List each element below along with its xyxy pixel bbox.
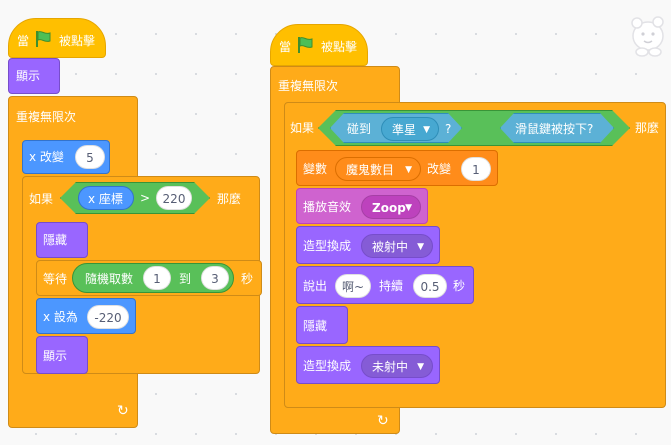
when-flag-clicked-block-2[interactable]: 當 被點擊: [270, 24, 368, 66]
chevron-down-icon: ▼: [405, 203, 412, 213]
set-x-label: x 設為: [43, 310, 78, 324]
change-x-block[interactable]: x 改變 5: [22, 140, 110, 174]
hat-clicked-label: 被點擊: [59, 34, 96, 48]
switch-costume-block-2[interactable]: 造型換成 未射中 ▼: [296, 346, 440, 384]
costume-dropdown-2[interactable]: 未射中 ▼: [361, 354, 433, 378]
show-label-2: 顯示: [43, 349, 68, 363]
when-flag-clicked-block[interactable]: 當 被點擊: [8, 18, 106, 58]
switch-costume-label-1: 造型換成: [303, 239, 352, 253]
sound-dropdown[interactable]: Zoop ▼: [361, 195, 421, 219]
mouse-down-label: 滑鼠鍵被按下?: [515, 122, 594, 136]
variable-name: 魔鬼數目: [346, 163, 395, 177]
pick-random-operator[interactable]: 隨機取數 1 到 3: [72, 263, 234, 293]
costume-name-1: 被射中: [372, 240, 409, 254]
wait-label: 等待: [43, 272, 68, 286]
if-label-2: 如果: [290, 121, 315, 135]
say-secs-unit: 秒: [453, 279, 466, 293]
variable-label: 變數: [303, 162, 328, 176]
pick-random-label: 隨機取數: [85, 272, 134, 286]
touching-sensing-block[interactable]: 碰到 準星 ▼ ?: [330, 113, 462, 143]
change-x-value[interactable]: 5: [75, 145, 105, 169]
random-to-value[interactable]: 3: [201, 266, 229, 290]
hat-when-label: 當: [17, 34, 30, 48]
touching-target-value: 準星: [392, 123, 417, 137]
switch-costume-label-2: 造型換成: [303, 359, 352, 373]
chevron-down-icon: ▼: [417, 362, 424, 372]
random-from-value[interactable]: 1: [143, 266, 171, 290]
say-text-value[interactable]: 啊~: [335, 274, 371, 298]
say-for-label: 持續: [379, 279, 404, 293]
hide-block-2[interactable]: 隱藏: [296, 306, 348, 344]
green-flag-icon: [33, 29, 53, 49]
hide-block[interactable]: 隱藏: [36, 222, 88, 258]
hide-label-2: 隱藏: [303, 319, 328, 333]
hide-label: 隱藏: [43, 233, 68, 247]
touching-target-dropdown[interactable]: 準星 ▼: [381, 117, 439, 141]
chevron-down-icon: ▼: [405, 165, 412, 175]
play-sound-block[interactable]: 播放音效 Zoop ▼: [296, 188, 428, 224]
hat-when-label-2: 當: [279, 40, 292, 54]
switch-costume-block-1[interactable]: 造型換成 被射中 ▼: [296, 226, 440, 264]
then-label-2: 那麼: [635, 121, 660, 135]
costume-dropdown-1[interactable]: 被射中 ▼: [361, 234, 433, 258]
touching-question: ?: [445, 122, 452, 136]
repeat-arrow-icon: ↻: [117, 403, 129, 419]
set-x-block[interactable]: x 設為 -220: [36, 298, 136, 334]
change-variable-block[interactable]: 變數 魔鬼數目 ▼ 改變 1: [296, 150, 498, 186]
seconds-label: 秒: [241, 272, 254, 286]
show-label: 顯示: [16, 69, 41, 83]
green-flag-icon: [295, 35, 315, 55]
chevron-down-icon: ▼: [423, 125, 430, 135]
repeat-arrow-icon: ↻: [377, 413, 389, 429]
sprite-thumbnail-icon[interactable]: [628, 14, 668, 58]
mouse-down-sensing-block[interactable]: 滑鼠鍵被按下?: [500, 113, 614, 143]
change-x-label: x 改變: [29, 150, 64, 164]
change-label: 改變: [427, 162, 452, 176]
show-block[interactable]: 顯示: [8, 58, 60, 94]
random-to-label: 到: [179, 272, 192, 286]
set-x-value[interactable]: -220: [87, 305, 129, 329]
touching-label: 碰到: [347, 122, 372, 136]
then-label: 那麼: [217, 192, 242, 206]
forever-label-2: 重複無限次: [278, 79, 339, 93]
show-block-2[interactable]: 顯示: [36, 336, 88, 374]
if-label: 如果: [29, 192, 54, 206]
change-var-value[interactable]: 1: [461, 157, 491, 181]
say-for-secs-block[interactable]: 說出 啊~ 持續 0.5 秒: [296, 266, 474, 304]
say-label: 說出: [303, 279, 328, 293]
chevron-down-icon: ▼: [417, 242, 424, 252]
greater-than-symbol: >: [140, 191, 151, 205]
play-sound-label: 播放音效: [303, 200, 352, 214]
x-position-reporter[interactable]: x 座標: [78, 186, 134, 210]
say-secs-value[interactable]: 0.5: [413, 274, 447, 298]
x-position-label: x 座標: [88, 192, 123, 206]
costume-name-2: 未射中: [372, 360, 409, 374]
compare-value[interactable]: 220: [156, 186, 192, 210]
sound-name: Zoop: [372, 201, 406, 215]
variable-dropdown[interactable]: 魔鬼數目 ▼: [335, 157, 421, 181]
forever-label: 重複無限次: [16, 110, 77, 124]
hat-clicked-label-2: 被點擊: [321, 40, 358, 54]
